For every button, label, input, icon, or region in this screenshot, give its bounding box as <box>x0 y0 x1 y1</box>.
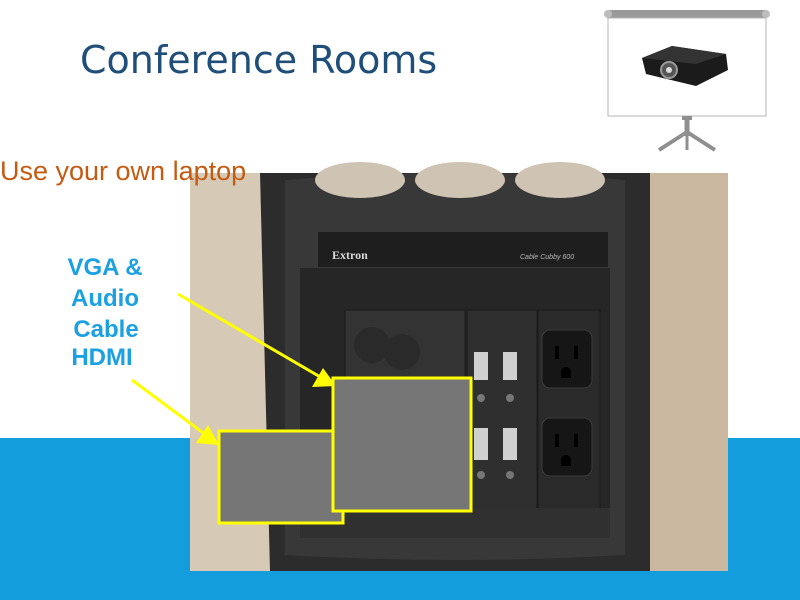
vga-placeholder-box <box>331 376 473 513</box>
vga-arrow <box>177 292 336 387</box>
blue-band-bottom <box>0 570 800 600</box>
hdmi-placeholder-box <box>217 429 345 525</box>
hdmi-label: HDMI <box>71 344 133 371</box>
audio-label: Audio <box>71 285 139 312</box>
hdmi-arrow <box>131 378 219 445</box>
model-text: Cable Cubby 600 <box>520 254 574 261</box>
page-title: Conference Rooms <box>80 38 438 82</box>
laptop-label: Use your own laptop <box>0 156 247 186</box>
vga-label: VGA & <box>67 254 143 281</box>
cable-label: Cable <box>73 316 139 343</box>
brand-text: Extron <box>332 248 368 262</box>
projector-screen-icon <box>604 10 770 152</box>
